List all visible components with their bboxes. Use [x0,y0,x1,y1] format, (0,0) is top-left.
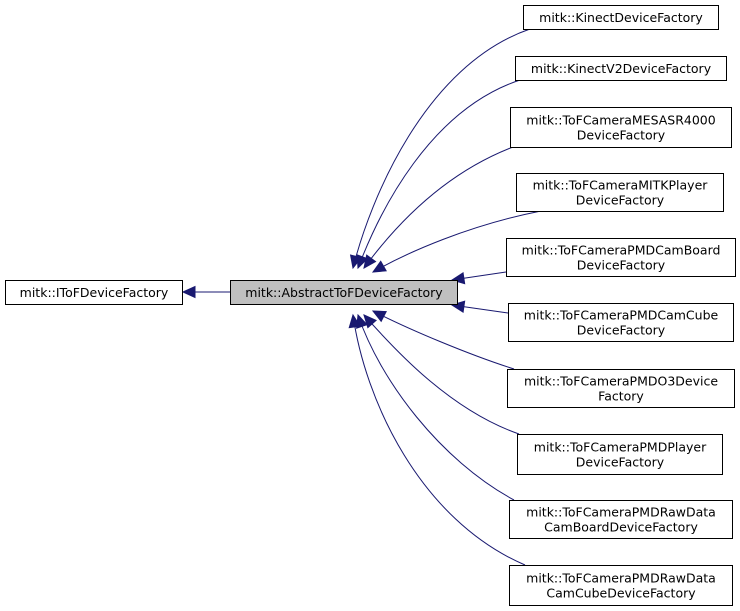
edge-derived-1 [352,28,531,269]
edge-derived-7 [372,310,515,370]
derived-class-box [517,434,723,475]
arrowhead-derived-5 [450,271,466,285]
derived-class-label-line: mitk::ToFCameraPMDCamBoard [522,243,721,258]
derived-class-box [507,369,735,408]
derived-class-label-line: mitk::ToFCameraPMDO3Device [524,374,718,389]
derived-class-label-line: mitk::ToFCameraPMDPlayer [534,440,707,455]
base-class-box [5,280,183,305]
base-class-node[interactable]: mitk::IToFDeviceFactory [5,280,183,305]
derived-class-label-line: mitk::ToFCameraMESASR4000 [526,113,715,128]
derived-class-box [523,5,719,30]
edge-derived-4 [372,210,542,273]
base-class-label: mitk::IToFDeviceFactory [20,285,169,300]
edge-derived-3 [363,146,514,269]
derived-class-label-line: mitk::ToFCameraPMDRawData [526,505,716,520]
arrowhead-derived-7 [371,310,387,323]
derived-class-node[interactable]: mitk::KinectV2DeviceFactory [515,56,727,81]
focus-class-node[interactable]: mitk::AbstractToFDeviceFactory [230,280,458,305]
arrowhead-derived-6 [450,300,466,313]
derived-class-label-line: DeviceFactory [577,258,666,273]
derived-class-box [516,173,724,212]
derived-class-label-line: mitk::ToFCameraPMDRawData [526,571,716,586]
derived-class-label-line: mitk::KinectDeviceFactory [539,10,703,25]
derived-class-label-line: mitk::KinectV2DeviceFactory [531,61,712,76]
derived-class-label-line: DeviceFactory [576,455,665,470]
focus-class-label: mitk::AbstractToFDeviceFactory [245,285,443,300]
arrowhead-base [181,285,196,299]
derived-class-label-line: Factory [598,389,644,404]
derived-class-label-line: mitk::ToFCameraPMDCamCube [524,308,719,323]
derived-class-box [506,238,736,277]
derived-class-node[interactable]: mitk::KinectDeviceFactory [523,5,719,30]
derived-class-label-line: DeviceFactory [577,128,666,143]
derived-class-box [508,303,734,342]
focus-class-box [230,280,458,305]
arrowhead-derived-4 [371,260,387,273]
derived-class-nodes: mitk::KinectDeviceFactorymitk::KinectV2D… [506,5,736,606]
derived-class-box [509,500,733,539]
derived-class-box [509,565,733,606]
derived-class-box [515,56,727,81]
edge-derived-9 [357,314,515,501]
derived-class-node[interactable]: mitk::ToFCameraPMDRawDataCamBoardDeviceF… [509,500,733,539]
derived-class-label-line: DeviceFactory [577,323,666,338]
derived-class-box [510,107,732,148]
edge-derived-8 [363,314,520,435]
arrowhead-derived-10 [348,313,361,329]
derived-class-label-line: CamCubeDeviceFactory [546,586,696,601]
inheritance-edges [181,28,542,566]
derived-class-label-line: CamBoardDeviceFactory [544,520,698,535]
derived-class-label-line: DeviceFactory [576,193,665,208]
arrowhead-derived-3 [363,254,377,269]
edge-derived-2 [357,79,521,269]
derived-class-node[interactable]: mitk::ToFCameraPMDRawDataCamCubeDeviceFa… [509,565,733,606]
edge-derived-10 [352,314,526,566]
derived-class-label-line: mitk::ToFCameraMITKPlayer [533,178,709,193]
arrowhead-derived-2 [356,254,369,270]
